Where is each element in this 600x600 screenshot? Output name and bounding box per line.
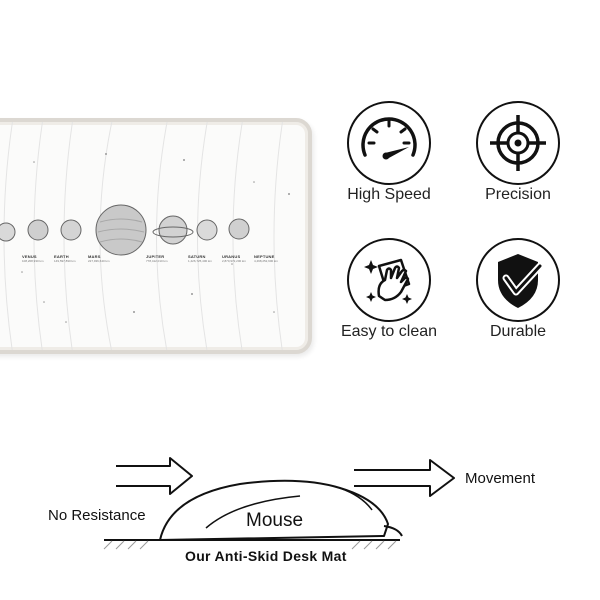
feature-label-precision: Precision (485, 186, 551, 203)
planet-label-uranus: URANUS (222, 254, 241, 259)
planet-label-mars: MARS (88, 254, 101, 259)
planet-label-venus: VENUS (22, 254, 37, 259)
arrow-right-icon (354, 459, 455, 497)
planet-distance-jupiter: 778,412,010 km (146, 259, 168, 263)
shield-check-icon (476, 238, 560, 322)
speedometer-icon (347, 101, 431, 185)
planet-label-jupiter: JUPITER (146, 254, 165, 259)
planet-distance-venus: 108,208,930 km (22, 259, 44, 263)
crosshair-icon (476, 101, 560, 185)
desk-mat-image: VENUS 108,208,930 km EARTH 149,597,890 k… (0, 118, 312, 354)
planet-distance-neptune: 4,498,252,900 km (254, 259, 279, 263)
feature-label-durable: Durable (489, 323, 547, 340)
mouse-label: Mouse (246, 510, 304, 531)
planet-distance-earth: 149,597,890 km (54, 259, 76, 263)
planet-label-earth: EARTH (54, 254, 69, 259)
planet-label-saturn: SATURN (188, 254, 206, 259)
planet-label-neptune: NEPTUNE (254, 254, 275, 259)
anti-skid-diagram (103, 457, 455, 550)
planet-distance-uranus: 2,870,972,200 km (222, 259, 247, 263)
movement-label: Movement (465, 470, 536, 487)
planet-distance-saturn: 1,426,725,400 km (188, 259, 213, 263)
desk-mat-label: Our Anti-Skid Desk Mat (185, 548, 347, 564)
no-resistance-label: No Resistance (48, 507, 146, 524)
arrow-right-icon (116, 457, 193, 495)
mouse-icon (159, 479, 389, 541)
feature-label-easy-to-clean: Easy to clean (340, 323, 438, 340)
solar-system-print (0, 122, 290, 350)
feature-label-high-speed: High Speed (347, 186, 431, 203)
planet-distance-mars: 227,936,640 km (88, 259, 110, 263)
cleaning-cloth-icon (347, 238, 431, 322)
